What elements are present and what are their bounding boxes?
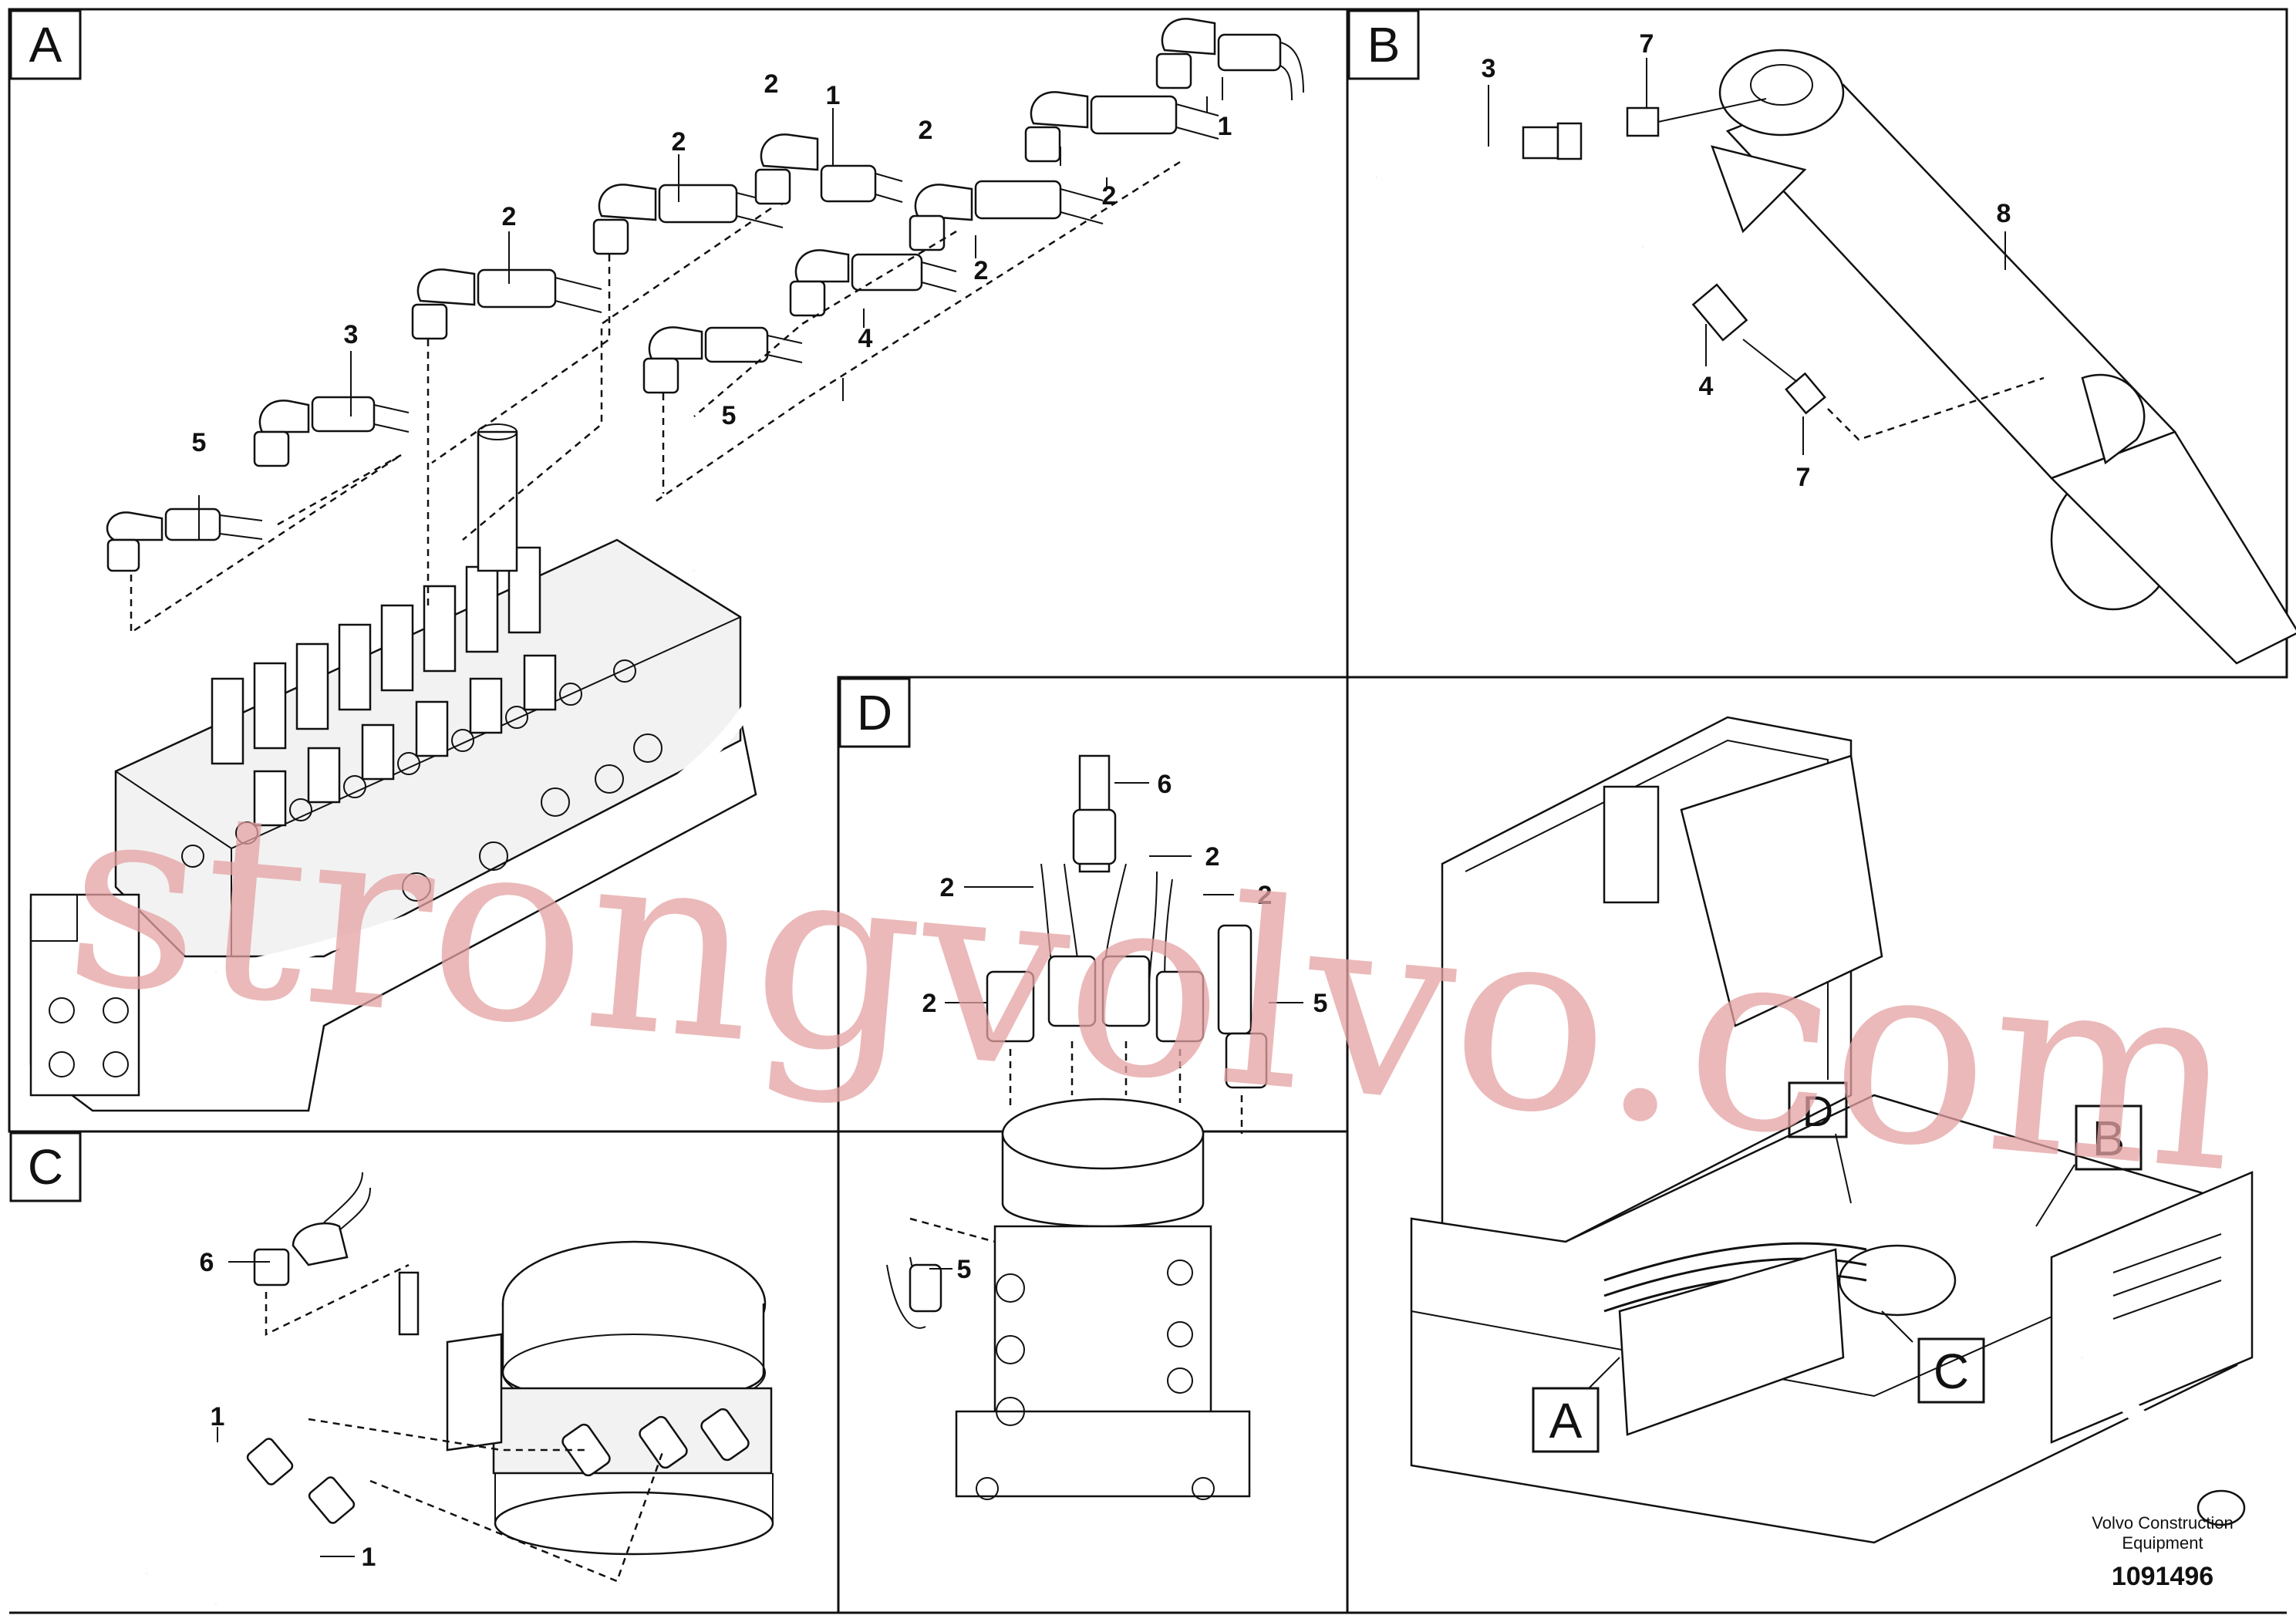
panel-a-label: A <box>29 17 62 73</box>
callout-d-6: 6 <box>1158 770 1172 799</box>
callout-a-5-right: 5 <box>722 401 737 430</box>
callout-b-3: 3 <box>1482 54 1496 83</box>
overview-label-a: A <box>1532 1387 1600 1453</box>
overview-label-c-text: C <box>1934 1344 1969 1399</box>
callout-a-2-second: 2 <box>672 127 686 157</box>
panel-frames <box>8 8 2288 1614</box>
callout-d-2-top-right: 2 <box>1205 842 1220 872</box>
callout-b-4: 4 <box>1699 372 1714 401</box>
callout-c-6: 6 <box>200 1248 214 1277</box>
callout-d-2-right: 2 <box>1258 881 1273 910</box>
panel-b-label: B <box>1367 17 1401 73</box>
callout-d-5-right: 5 <box>1313 989 1328 1018</box>
company-name-line1: Volvo Construction <box>2092 1513 2233 1533</box>
panel-d-drawing: 6 2 2 2 2 5 5 <box>886 754 1328 1500</box>
overview-drawing <box>1410 716 2254 1544</box>
overview-label-b: B <box>2075 1104 2143 1171</box>
callout-a-5-left: 5 <box>192 428 207 457</box>
callout-a-1-right: 1 <box>1218 112 1232 141</box>
panel-b-label-box: B <box>1347 9 1420 80</box>
callout-d-5-left: 5 <box>957 1255 972 1284</box>
leaders-a <box>130 160 1181 635</box>
panel-a-drawing: 5 3 2 2 1 1 2 2 4 5 2 2 <box>29 18 1304 1112</box>
panel-c-label-box: C <box>9 1131 82 1202</box>
overview-label-a-text: A <box>1549 1393 1583 1448</box>
callout-a-1-top: 1 <box>826 81 841 110</box>
callout-b-8: 8 <box>1997 199 2011 228</box>
panel-a-label-box: A <box>9 9 82 80</box>
overview-label-c: C <box>1917 1337 1985 1404</box>
callout-b-7-top: 7 <box>1640 29 1654 59</box>
callout-a-2-first: 2 <box>502 202 517 231</box>
callout-a-2-right: 2 <box>1102 181 1117 211</box>
overview-label-b-text: B <box>2092 1111 2126 1166</box>
callout-d-2-lower-left: 2 <box>922 989 937 1018</box>
panel-c-label: C <box>28 1139 63 1195</box>
callout-c-1-top: 1 <box>211 1402 225 1431</box>
callout-a-3: 3 <box>344 320 359 349</box>
callout-c-1-bottom: 1 <box>362 1543 376 1572</box>
callout-a-2-fourth: 2 <box>919 116 933 145</box>
panel-d-label-box: D <box>838 677 911 748</box>
panel-b-drawing: 3 7 8 4 7 <box>1375 29 2296 665</box>
callout-d-2-left: 2 <box>940 873 955 902</box>
overview-label-d: D <box>1788 1081 1848 1138</box>
drawing-number: 1091496 <box>2112 1562 2213 1591</box>
overview-label-d-text: D <box>1802 1087 1833 1135</box>
callout-a-4: 4 <box>858 324 873 353</box>
callout-a-2-mid: 2 <box>974 256 989 285</box>
company-name-line2: Equipment <box>2122 1533 2203 1553</box>
callout-a-2-third: 2 <box>764 69 779 99</box>
callout-b-7-bottom: 7 <box>1796 463 1811 492</box>
panel-c-drawing: 6 1 1 <box>143 1172 774 1608</box>
panel-d-label: D <box>857 685 892 740</box>
